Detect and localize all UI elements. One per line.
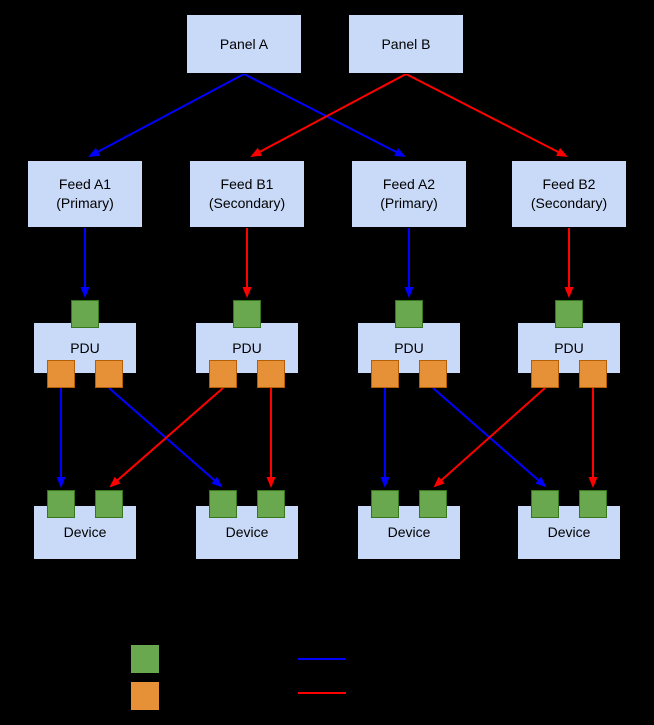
device-2-input-port-right: [257, 490, 285, 518]
device-4-input-port-left: [531, 490, 559, 518]
node-label: PDU: [394, 339, 424, 356]
pdu-4-input-port: [555, 300, 583, 328]
device-3-input-port-left: [371, 490, 399, 518]
pdu-4-output-port-left: [531, 360, 559, 388]
arrow-panel-a-to-feed-a2: [243, 73, 406, 157]
node-panel-b: Panel B: [348, 14, 464, 74]
node-label: Device: [63, 524, 107, 541]
legend-orange-square: [130, 681, 160, 711]
arrow-panel-a-to-feed-a1: [88, 73, 245, 157]
arrow-panel-b-to-feed-b2: [405, 73, 568, 157]
node-label: Feed A1: [58, 176, 112, 193]
node-sublabel: (Secondary): [208, 195, 286, 211]
node-label: Device: [387, 524, 431, 541]
device-3-input-port-right: [419, 490, 447, 518]
node-sublabel: (Primary): [56, 195, 114, 211]
device-2-input-port-left: [209, 490, 237, 518]
legend-green-square: [130, 644, 160, 674]
pdu-1-output-port-right: [95, 360, 123, 388]
node-label: Feed A2: [382, 176, 436, 193]
pdu-4-output-port-right: [579, 360, 607, 388]
node-feed-b1: Feed B1 (Secondary): [189, 160, 305, 228]
pdu-3-output-port-left: [371, 360, 399, 388]
node-label: Feed B1: [220, 176, 274, 193]
device-1-input-port-right: [95, 490, 123, 518]
pdu-2-output-port-left: [209, 360, 237, 388]
node-feed-a1: Feed A1 (Primary): [27, 160, 143, 228]
node-label: Panel A: [219, 35, 269, 52]
node-sublabel: (Primary): [380, 195, 438, 211]
pdu-2-input-port: [233, 300, 261, 328]
node-label: PDU: [554, 339, 584, 356]
arrow-pdu-1-to-device-2: [108, 387, 223, 488]
device-4-input-port-right: [579, 490, 607, 518]
node-label: Device: [547, 524, 591, 541]
node-label: PDU: [70, 339, 100, 356]
node-label: Feed B2: [542, 176, 596, 193]
node-panel-a: Panel A: [186, 14, 302, 74]
device-1-input-port-left: [47, 490, 75, 518]
arrow-pdu-2-to-device-1: [109, 387, 224, 488]
node-label: PDU: [232, 339, 262, 356]
node-sublabel: (Secondary): [530, 195, 608, 211]
node-feed-b2: Feed B2 (Secondary): [511, 160, 627, 228]
pdu-1-output-port-left: [47, 360, 75, 388]
node-feed-a2: Feed A2 (Primary): [351, 160, 467, 228]
pdu-2-output-port-right: [257, 360, 285, 388]
arrow-panel-b-to-feed-b1: [250, 73, 407, 157]
pdu-3-output-port-right: [419, 360, 447, 388]
pdu-3-input-port: [395, 300, 423, 328]
node-label: Panel B: [381, 35, 431, 52]
pdu-1-input-port: [71, 300, 99, 328]
node-label: Device: [225, 524, 269, 541]
arrow-pdu-4-to-device-3: [433, 387, 546, 488]
